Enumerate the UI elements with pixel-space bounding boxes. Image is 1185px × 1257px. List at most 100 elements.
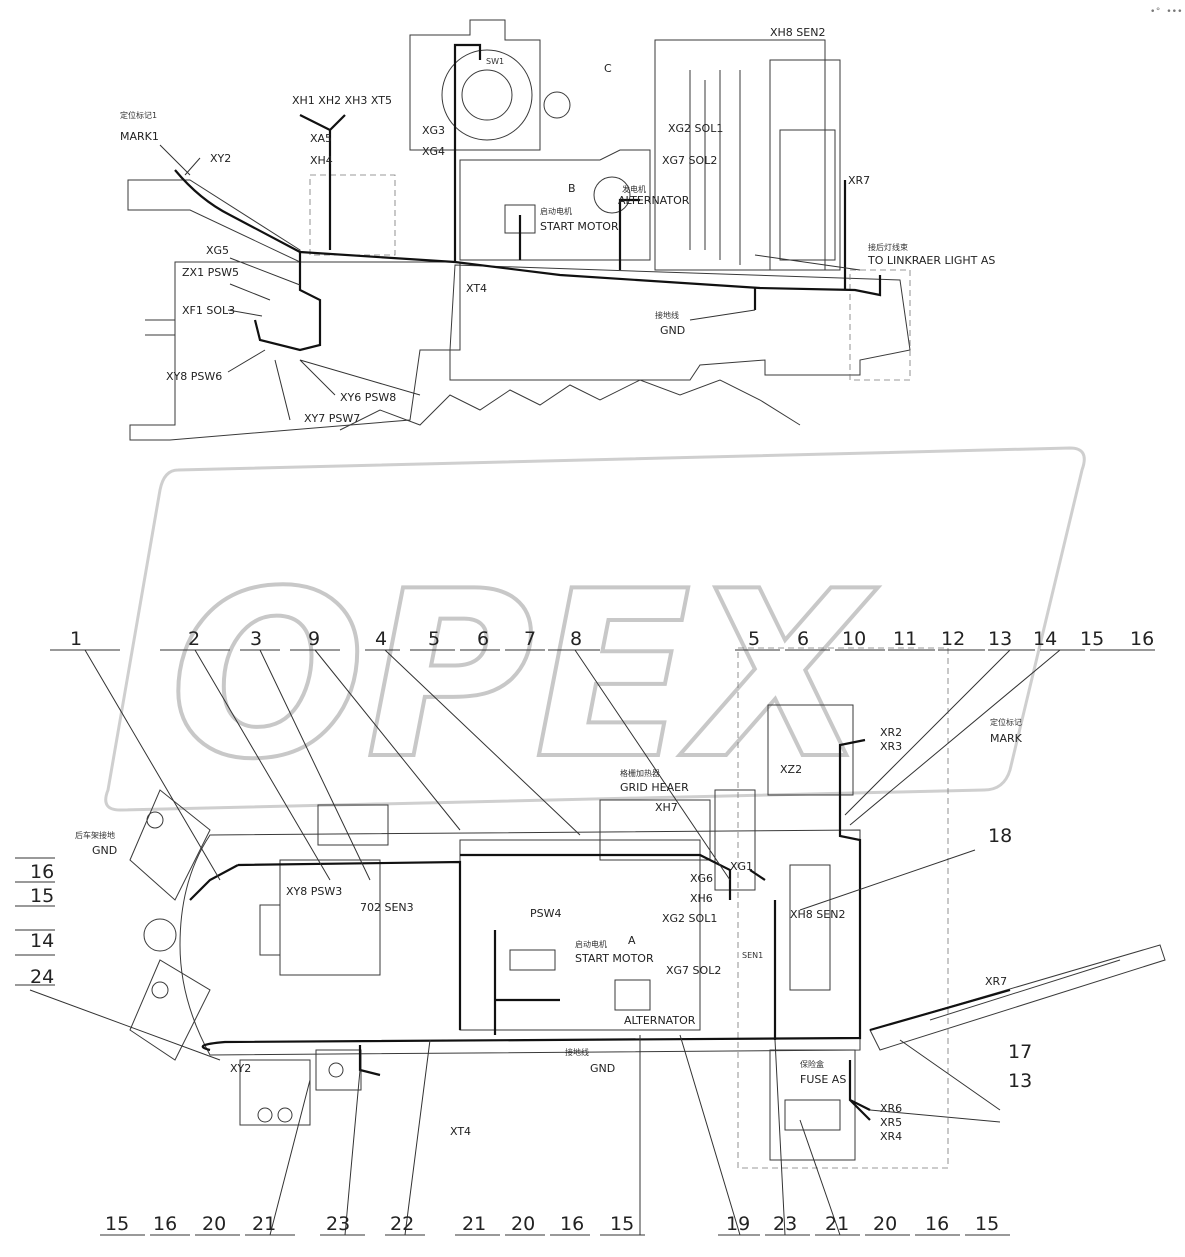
callout-top: 13 <box>988 628 1012 650</box>
callout-bottom: 20 <box>202 1213 226 1235</box>
callout-bottom: 16 <box>153 1213 177 1235</box>
label-mark1: MARK1 <box>120 130 159 143</box>
label-xa5: XA5 <box>310 132 332 145</box>
top-view <box>127 19 911 441</box>
callout-top: 16 <box>1130 628 1154 650</box>
callout-top: 7 <box>524 628 536 650</box>
rear-frame-body <box>129 261 461 441</box>
grid-heater-block <box>599 799 711 861</box>
harness-wire-main-top <box>174 169 882 297</box>
callout-top: 11 <box>893 628 917 650</box>
label-gnd-cn: 接地线 <box>655 310 679 320</box>
callout-bottom: 20 <box>511 1213 535 1235</box>
label-xr7b: XR7 <box>985 975 1007 988</box>
label-xg6: XG6 <box>690 872 713 885</box>
callout-right: 13 <box>1008 1070 1032 1092</box>
label-xy2b: XY2 <box>230 1062 251 1075</box>
callout-top: 8 <box>570 628 582 650</box>
battery-box <box>239 1059 311 1126</box>
label-xt4b: XT4 <box>450 1125 471 1138</box>
corner-mark: •° ••• <box>1150 7 1183 17</box>
label-xg4: XG4 <box>422 145 445 158</box>
hitch-plate-lower <box>129 959 211 1061</box>
label-xr6: XR6 <box>880 1102 902 1115</box>
callout-bottom: 16 <box>925 1213 949 1235</box>
label-tail-light-cn: 接后灯线束 <box>868 242 908 252</box>
callout-bottom: 15 <box>105 1213 129 1235</box>
label-xy2: XY2 <box>210 152 231 165</box>
alternator-plan <box>614 979 651 1011</box>
label-alternator2: ALTERNATOR <box>624 1014 696 1027</box>
callout-top: 4 <box>375 628 387 650</box>
callout-bottom: 21 <box>252 1213 276 1235</box>
label-fuse-cn: 保险盒 <box>800 1059 824 1069</box>
label-mark1-cn: 定位标记1 <box>120 110 157 120</box>
label-mark-cn: 定位标记 <box>990 717 1022 727</box>
callout-left: 15 <box>30 885 54 907</box>
label-xh6: XH6 <box>690 892 713 905</box>
label-gnd3-cn: 接地线 <box>565 1047 589 1057</box>
callout-numbers: 1 2 3 9 4 5 6 7 8 5 6 10 11 12 13 14 15 … <box>30 628 1154 1235</box>
label-c: C <box>604 62 612 75</box>
label-xh8-sen2b: XH8 SEN2 <box>790 908 845 921</box>
label-sen1: SEN1 <box>742 951 763 960</box>
label-xr7: XR7 <box>848 174 870 187</box>
watermark-logo: OPEX <box>104 446 1086 812</box>
label-xr5: XR5 <box>880 1116 902 1129</box>
label-xy7-psw7: XY7 PSW7 <box>304 412 360 425</box>
label-xy6-psw8: XY6 PSW8 <box>340 391 396 404</box>
label-zx1-psw5: ZX1 PSW5 <box>182 266 239 279</box>
label-xh4: XH4 <box>310 154 333 167</box>
callout-top: 5 <box>748 628 760 650</box>
xy8-psw3-box <box>279 859 381 976</box>
callout-bottom: 23 <box>326 1213 350 1235</box>
label-xh7: XH7 <box>655 801 678 814</box>
watermark-text: OPEX <box>170 543 878 810</box>
callout-top: 6 <box>797 628 809 650</box>
break-line <box>339 379 801 431</box>
label-start-motor: START MOTOR <box>540 220 619 233</box>
label-xg3: XG3 <box>422 124 445 137</box>
callout-left: 16 <box>30 861 54 883</box>
label-xr4: XR4 <box>880 1130 902 1143</box>
callout-right: 17 <box>1008 1041 1032 1063</box>
label-xg5: XG5 <box>206 244 229 257</box>
label-xt4: XT4 <box>466 282 487 295</box>
label-xf1-sol3: XF1 SOL3 <box>182 304 235 317</box>
callout-right: 18 <box>988 825 1012 847</box>
label-xg7-sol2: XG7 SOL2 <box>662 154 717 167</box>
label-psw4: PSW4 <box>530 907 562 920</box>
label-alternator: ALTERNATOR <box>618 194 690 207</box>
label-start-motor2-cn: 启动电机 <box>575 939 607 949</box>
label-gnd2-cn: 后车架接地 <box>75 830 115 840</box>
callout-left: 14 <box>30 930 54 952</box>
label-xg2-sol1b: XG2 SOL1 <box>662 912 717 925</box>
bottom-view-labels: 格栅加热器 GRID HEAER XH7 XG6 XH6 XG1 XZ2 XR2… <box>75 717 1023 1143</box>
callout-left: 24 <box>30 966 54 988</box>
label-gnd: GND <box>660 324 685 337</box>
label-xr3: XR3 <box>880 740 902 753</box>
callout-top: 6 <box>477 628 489 650</box>
top-view-labels: XH1 XH2 XH3 XT5 XA5 XH4 定位标记1 MARK1 XY2 … <box>120 26 995 425</box>
callout-top: 14 <box>1033 628 1057 650</box>
callout-bottom: 15 <box>975 1213 999 1235</box>
callout-top: 10 <box>842 628 866 650</box>
harness-wire-main-bottom <box>201 738 866 1052</box>
label-xy8-psw6: XY8 PSW6 <box>166 370 222 383</box>
label-gnd3: GND <box>590 1062 615 1075</box>
callout-bottom: 21 <box>462 1213 486 1235</box>
engine-block <box>459 149 651 261</box>
label-b: B <box>568 182 576 195</box>
xh8-sen2-box <box>789 864 831 991</box>
label-to-linkrear-light: TO LINKRAER LIGHT AS <box>867 254 995 267</box>
callout-bottom: 22 <box>390 1213 414 1235</box>
bottom-view <box>15 647 1166 1236</box>
callout-top: 2 <box>188 628 200 650</box>
radiator-block <box>654 39 826 271</box>
label-gnd2: GND <box>92 844 117 857</box>
callout-bottom: 20 <box>873 1213 897 1235</box>
fan-pulley <box>441 49 533 141</box>
start-motor-plan <box>509 949 556 971</box>
label-fuse-as: FUSE AS <box>800 1073 846 1086</box>
